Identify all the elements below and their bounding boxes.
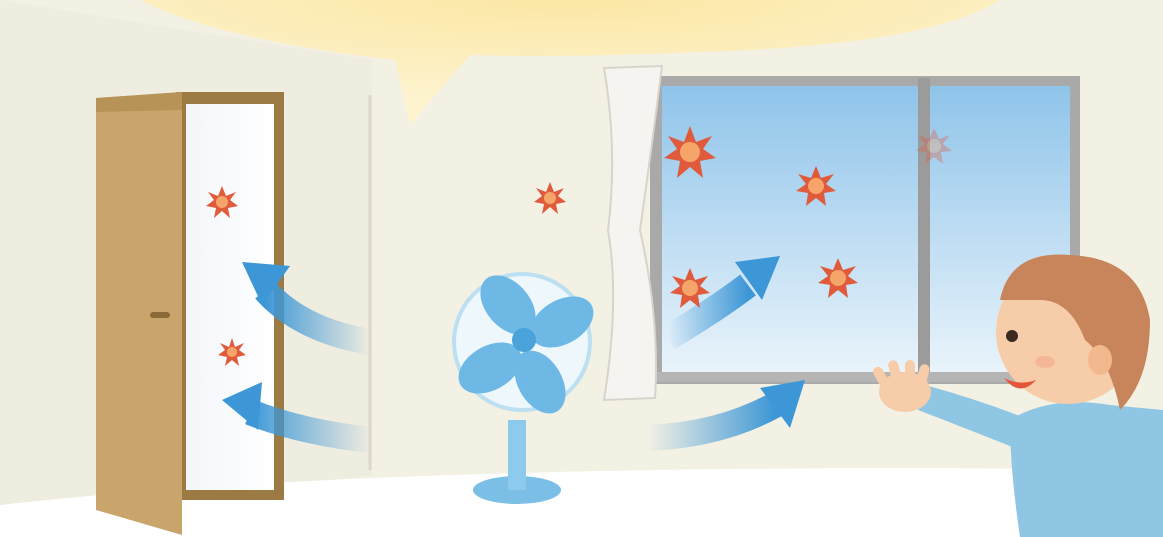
fan-hub [512,328,536,352]
door-handle [150,312,170,318]
fan-pole [508,420,526,490]
window-sash [918,78,930,382]
open-door [96,92,284,535]
child-cheek [1035,356,1055,368]
child-eye [1006,330,1018,342]
child-ear [1088,345,1112,375]
child-shirt [1010,402,1163,537]
